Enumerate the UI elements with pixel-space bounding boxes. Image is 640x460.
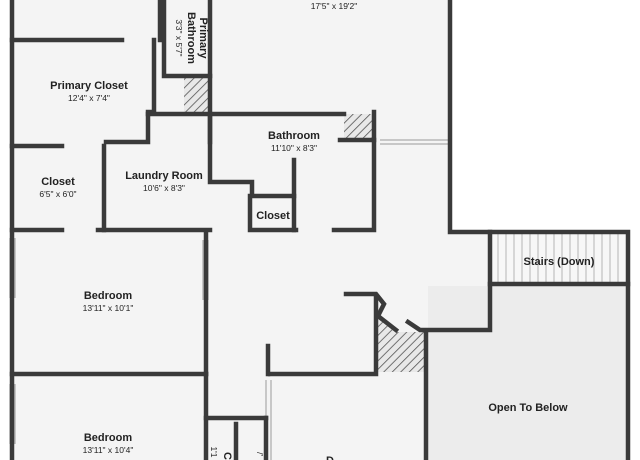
bedroom-2-dims: 13'11" x 10'4" [83, 445, 134, 455]
partial-label-4: D [326, 455, 334, 460]
hatch-shaft-3 [378, 318, 424, 372]
open-to-below-area [428, 286, 628, 460]
bathroom-label: Bathroom [268, 130, 320, 142]
top-room-dims: 17'5" x 19'2" [311, 1, 358, 11]
partial-label-1: 1'1 [209, 446, 219, 457]
closet-small-label: Closet [256, 210, 290, 222]
laundry-room-dims: 10'6" x 8'3" [143, 183, 185, 193]
stairs-label: Stairs (Down) [524, 256, 595, 268]
bedroom-1-dims: 13'11" x 10'1" [83, 303, 134, 313]
walls [9, 0, 631, 460]
hatch-shaft-1 [184, 78, 210, 112]
stair-treads [497, 234, 619, 284]
primary-closet-label: Primary Closet [50, 80, 128, 92]
open-to-below-label: Open To Below [488, 402, 568, 414]
primary-bathroom-dims: 3'3" x 5'7" [174, 19, 184, 56]
partial-label-2: C [221, 452, 233, 460]
partial-label-3: /' [255, 452, 265, 456]
primary-bathroom-label-1: Primary [197, 18, 209, 60]
outside-right-top [452, 0, 640, 231]
primary-closet-dims: 12'4" x 7'4" [68, 93, 110, 103]
bedroom-1-label: Bedroom [84, 290, 133, 302]
hatch-shaft-2 [344, 114, 374, 140]
closet-left-dims: 6'5" x 6'0" [39, 189, 76, 199]
laundry-room-label: Laundry Room [125, 170, 203, 182]
stairs-area [490, 234, 628, 284]
primary-bathroom-label-2: Bathroom [185, 12, 197, 64]
bathroom-dims: 11'10" x 8'3" [271, 143, 317, 153]
bedroom-2-label: Bedroom [84, 432, 133, 444]
closet-left-label: Closet [41, 176, 75, 188]
